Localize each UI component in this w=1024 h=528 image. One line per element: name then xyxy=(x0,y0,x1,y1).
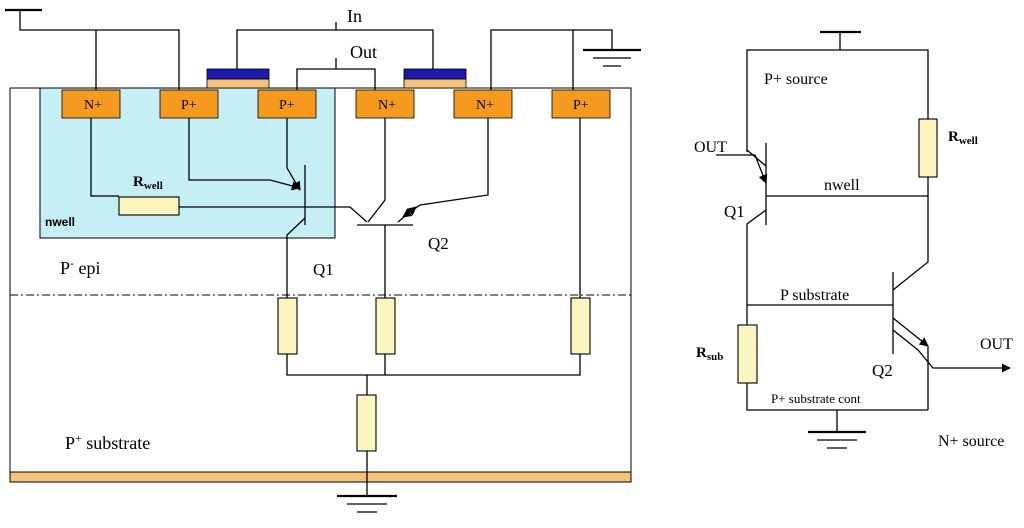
out-top-label: OUT xyxy=(694,139,727,156)
top-wiring xyxy=(5,8,641,90)
out-right-label: OUT xyxy=(980,336,1013,353)
rsub-resistor xyxy=(737,324,758,384)
out-label: Out xyxy=(350,42,377,62)
diffusion-p-plus-2 xyxy=(257,89,317,119)
p-substrate-label: P substrate xyxy=(780,287,849,304)
q1-label: Q1 xyxy=(313,260,334,279)
q1-schematic-label: Q1 xyxy=(724,202,745,221)
cross-section: N+ P+ P+ N+ N+ P+ xyxy=(5,6,641,513)
nwell-schematic-label: nwell xyxy=(824,177,860,194)
q2-schematic-label: Q2 xyxy=(872,361,893,380)
resistor-epi-mid xyxy=(375,297,396,355)
resistor-epi-left xyxy=(277,297,298,355)
in-label: In xyxy=(347,6,362,26)
epi-label: P- epi xyxy=(60,256,101,278)
p-source-label: P+ source xyxy=(764,71,828,88)
schematic: P+ source OUT Q1 nwell Rwell P substrate… xyxy=(694,30,1013,450)
substrate-contact-bar xyxy=(9,471,632,483)
region-label-6: P+ xyxy=(573,98,589,113)
diffusion-p-plus-3 xyxy=(551,89,611,119)
p-substrate-cont-label: P+ substrate cont xyxy=(771,391,861,406)
diffusion-n-plus-3 xyxy=(453,89,513,119)
parasitic-circuit xyxy=(90,118,591,513)
region-label-4: N+ xyxy=(378,98,396,113)
pmos-gate xyxy=(206,68,270,89)
substrate-label: P+ substrate xyxy=(65,431,150,453)
diffusion-p-plus-1 xyxy=(159,89,219,119)
n-source-label: N+ source xyxy=(938,433,1004,450)
nwell-label: nwell xyxy=(45,215,75,229)
q2-label: Q2 xyxy=(428,234,449,253)
rwell-label: Rwell xyxy=(133,174,163,192)
rwell-resistor xyxy=(118,196,180,216)
region-label-1: N+ xyxy=(84,98,102,113)
rwell-resistor-schematic xyxy=(918,118,938,178)
resistor-epi-right xyxy=(570,297,591,355)
rsub-label: Rsub xyxy=(696,345,723,363)
region-label-5: N+ xyxy=(476,98,494,113)
diffusion-n-plus-2 xyxy=(355,89,415,119)
resistor-substrate xyxy=(356,394,377,452)
diffusion-n-plus-1 xyxy=(61,89,121,119)
region-label-2: P+ xyxy=(181,98,197,113)
rwell-schematic-label: Rwell xyxy=(948,129,978,147)
region-label-3: P+ xyxy=(279,98,295,113)
nmos-gate xyxy=(403,68,467,89)
